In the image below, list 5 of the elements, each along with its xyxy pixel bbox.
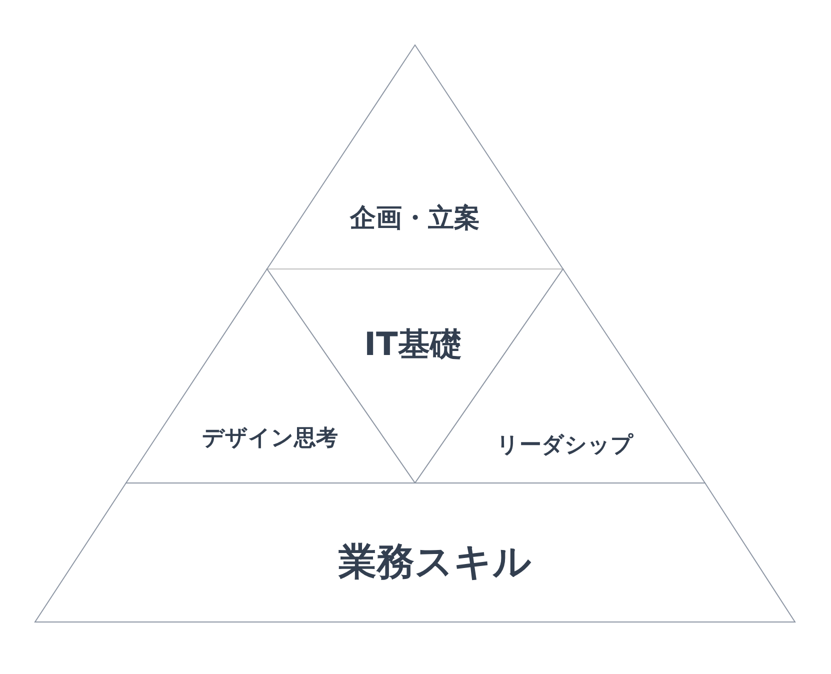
segment-label: IT基礎: [364, 324, 462, 365]
segment-label: 業務スキル: [338, 538, 532, 586]
segment-label: リーダシップ: [496, 432, 634, 460]
segment-label: デザイン思考: [202, 425, 338, 453]
segment-label: 企画・立案: [350, 202, 480, 236]
